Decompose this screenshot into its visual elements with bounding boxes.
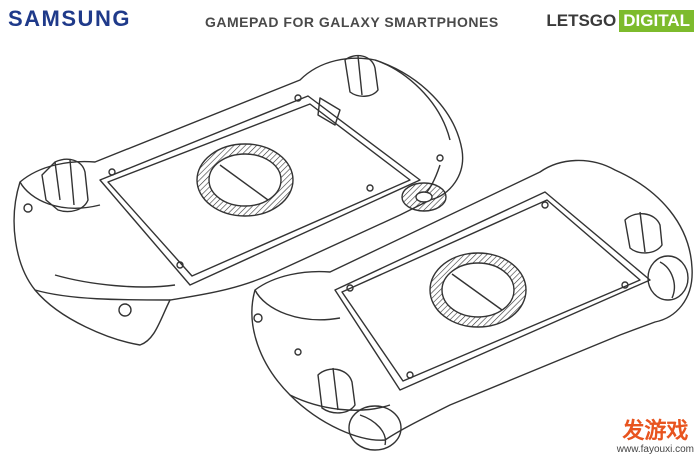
samsung-logo: SAMSUNG: [8, 6, 131, 31]
watermark-text: 发游戏: [622, 419, 689, 444]
gamepad-upper: [13, 54, 464, 346]
letsgodigital-logo: LETSGO DIGITAL: [546, 10, 694, 32]
gamepad-lower: [251, 159, 693, 451]
page-title: GAMEPAD FOR GALAXY SMARTPHONES: [205, 14, 499, 30]
patent-drawing: [13, 54, 693, 451]
header: SAMSUNG GAMEPAD FOR GALAXY SMARTPHONES L…: [0, 0, 700, 40]
watermark: 发游戏 www.fayouxi.com: [617, 420, 694, 456]
logo-part-letsgo: LETSGO: [546, 11, 617, 30]
watermark-url: www.fayouxi.com: [616, 444, 694, 455]
logo-part-digital: DIGITAL: [619, 10, 694, 32]
